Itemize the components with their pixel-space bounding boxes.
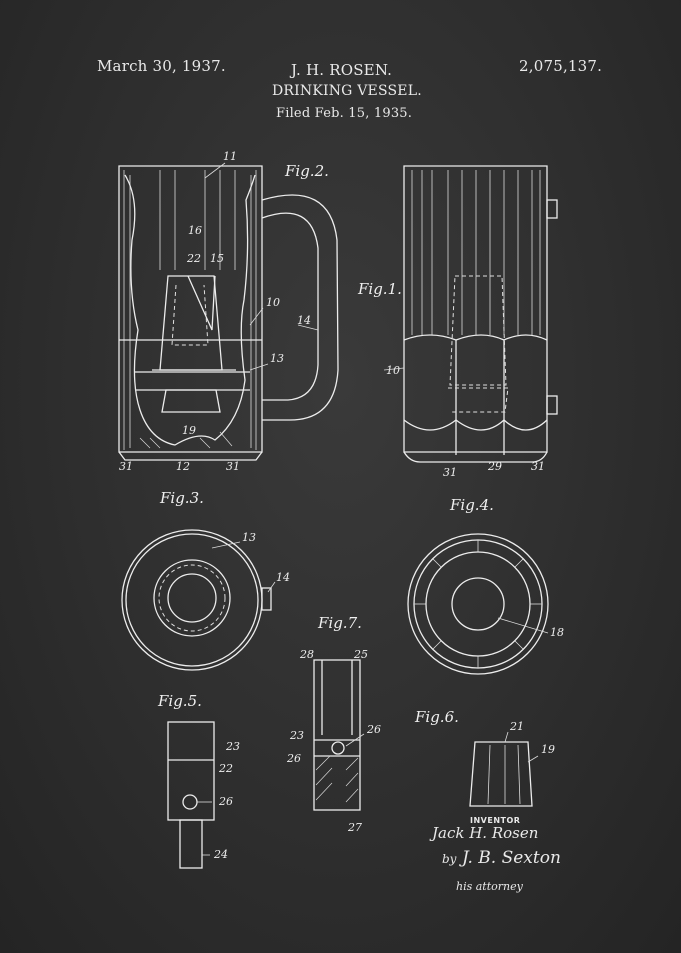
filed-date: Filed Feb. 15, 1935. (276, 106, 413, 121)
fig1-elevation-mug (403, 165, 558, 463)
ref-31: 31 (443, 466, 457, 479)
ref-26: 26 (286, 752, 301, 765)
fig3-top-view (121, 529, 272, 671)
ref-22: 22 (218, 762, 233, 775)
patent-date: March 30, 1937. (97, 57, 226, 75)
by-label: by (442, 852, 457, 866)
ref-22: 22 (186, 252, 201, 265)
ref-24: 24 (213, 848, 228, 861)
ref-26: 26 (366, 723, 381, 736)
ref-14: 14 (276, 571, 290, 584)
ref-10: 10 (386, 364, 400, 377)
patent-title: DRINKING VESSEL. (272, 83, 422, 99)
inventor-label: INVENTOR (470, 816, 521, 825)
ref-31: 31 (226, 460, 240, 473)
inventor-signature: Jack H. Rosen (432, 824, 539, 842)
ref-10: 10 (266, 296, 280, 309)
ref-19: 19 (182, 424, 196, 437)
fig2-label: Fig.2. (284, 162, 329, 180)
fig4-bottom-view (407, 533, 549, 675)
ref-19: 19 (541, 743, 555, 756)
ref-31: 31 (531, 460, 545, 473)
ref-31: 31 (119, 460, 133, 473)
fig2-sectional-mug (118, 165, 339, 461)
attorney-signature: J. B. Sexton (462, 848, 561, 868)
inventor-name: J. H. ROSEN. (291, 61, 393, 79)
fig5-label: Fig.5. (157, 692, 202, 710)
ref-23: 23 (225, 740, 240, 753)
fig4-label: Fig.4. (449, 496, 494, 514)
ref-29: 29 (487, 460, 502, 473)
ref-23: 23 (289, 729, 304, 742)
ref-15: 15 (210, 252, 224, 265)
fig6-label: Fig.6. (414, 708, 459, 726)
fig3-label: Fig.3. (159, 489, 204, 507)
ref-26: 26 (218, 795, 233, 808)
fig6-tumbler (469, 741, 533, 807)
patent-number: 2,075,137. (519, 57, 603, 75)
ref-12: 12 (176, 460, 190, 473)
ref-14: 14 (297, 314, 311, 327)
ref-11: 11 (223, 150, 237, 163)
fig5-section (167, 721, 215, 869)
ref-18: 18 (550, 626, 564, 639)
fig7-section (313, 659, 361, 811)
ref-16: 16 (188, 224, 202, 237)
ref-27: 27 (347, 821, 362, 834)
ref-25: 25 (353, 648, 368, 661)
ref-28: 28 (299, 648, 314, 661)
fig1-label: Fig.1. (357, 280, 402, 298)
attorney-label: his attorney (456, 880, 523, 893)
ref-21: 21 (509, 720, 524, 733)
fig7-label: Fig.7. (317, 614, 362, 632)
ref-13: 13 (270, 352, 284, 365)
ref-13: 13 (242, 531, 256, 544)
